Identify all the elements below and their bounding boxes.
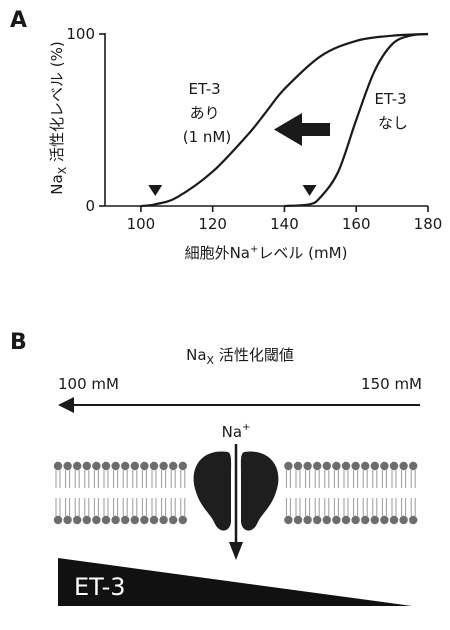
sodium-ion-label: Na+ (222, 422, 251, 441)
threshold-marker-icon (148, 185, 163, 196)
lipid-head (389, 461, 399, 471)
panel-b-diagram: NaX 活性化閾値 100 mM 150 mM Na+ ET-3 (53, 346, 422, 606)
axis-ticks (99, 33, 429, 212)
lipid-head (169, 515, 178, 525)
lipid-head (389, 515, 399, 525)
threshold-markers (148, 185, 317, 196)
lipid-head (82, 515, 92, 525)
lipid-head (322, 515, 331, 525)
lipid-head (380, 461, 389, 471)
lipid-head (140, 515, 149, 525)
left-threshold-value: 100 mM (58, 375, 119, 393)
lipid-head (370, 515, 379, 525)
y-tick-label: 100 (66, 25, 95, 43)
panel-b-letter: B (10, 330, 27, 355)
lipid-head (92, 515, 101, 525)
lipid-head (140, 461, 149, 471)
y-axis-label: NaX 活性化レベル (%) (48, 41, 69, 194)
panel-a-letter: A (10, 8, 28, 33)
lipid-head (303, 515, 312, 525)
lipid-head (313, 461, 322, 471)
series-line-1 (140, 32, 429, 208)
lipid-head (111, 515, 120, 525)
threshold-shift-arrow-icon (58, 397, 420, 413)
x-tick-label: 160 (342, 215, 371, 233)
lipid-head (121, 515, 130, 525)
lipid-head (149, 515, 159, 525)
lipid-head (341, 515, 351, 525)
lipid-head (159, 461, 168, 471)
lipid-head (399, 461, 408, 471)
lipid-head (313, 515, 322, 525)
lipid-head (111, 461, 120, 471)
lipid-head (130, 515, 139, 525)
lipid-head (63, 461, 72, 471)
lipid-head (130, 461, 139, 471)
curve-with-et3-label: ET-3 あり (1 nM) (183, 80, 231, 146)
lipid-head (332, 461, 341, 471)
nax-channel-icon (193, 451, 279, 531)
lipid-head (361, 515, 370, 525)
lipid-head (351, 515, 360, 525)
axis-tick-labels: 100 120 140 160 180 0 100 (66, 25, 442, 233)
lipid-head (73, 515, 82, 525)
x-tick-label: 140 (270, 215, 299, 233)
cell-membrane (53, 461, 418, 525)
lipid-head (332, 515, 341, 525)
lipid-head (169, 461, 178, 471)
lipid-head (341, 461, 351, 471)
threshold-marker-icon (302, 185, 317, 196)
shift-arrow-icon (274, 113, 330, 146)
lipid-head (178, 515, 187, 525)
lipid-head (63, 515, 72, 525)
lipid-head (409, 515, 418, 525)
lipid-head (178, 461, 187, 471)
right-threshold-value: 150 mM (361, 375, 422, 393)
lipid-head (284, 515, 293, 525)
x-tick-label: 100 (127, 215, 156, 233)
lipid-head (159, 515, 168, 525)
x-tick-label: 180 (414, 215, 443, 233)
lipid-head (73, 461, 82, 471)
lipid-head (53, 461, 63, 471)
lipid-head (361, 461, 370, 471)
lipid-head (399, 515, 408, 525)
lipid-head (149, 461, 159, 471)
lipid-head (92, 461, 101, 471)
ion-flow-arrow-icon (229, 444, 243, 560)
lipid-head (409, 461, 418, 471)
lipid-head (293, 515, 303, 525)
lipid-head (370, 461, 379, 471)
lipid-head (284, 461, 293, 471)
curve-without-et3-label: ET-3 なし (374, 90, 411, 132)
x-tick-label: 120 (198, 215, 227, 233)
lipid-head (322, 461, 331, 471)
lipid-head (303, 461, 312, 471)
et3-wedge-label: ET-3 (74, 573, 126, 601)
lipid-head (101, 515, 111, 525)
threshold-title: NaX 活性化閾値 (186, 346, 294, 367)
lipid-head (351, 461, 360, 471)
series-line-2 (284, 32, 429, 208)
lipid-head (82, 461, 92, 471)
lipid-head (121, 461, 130, 471)
x-axis-label: 細胞外Na+レベル (mM) (185, 244, 348, 262)
lipid-head (101, 461, 111, 471)
curves (140, 32, 429, 208)
lipid-head (293, 461, 303, 471)
y-tick-label: 0 (85, 197, 95, 215)
et3-gradient-wedge (58, 558, 412, 606)
panel-a-chart: NaX 活性化レベル (%) 100 120 140 160 180 0 100 細胞外Na… (48, 25, 442, 262)
lipid-head (53, 515, 63, 525)
lipid-head (380, 515, 389, 525)
